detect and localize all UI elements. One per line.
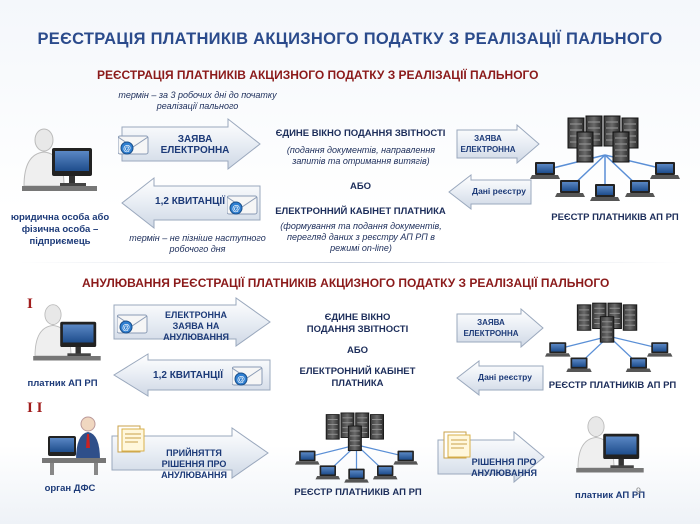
person-illustration bbox=[22, 300, 112, 372]
envelope-icon bbox=[226, 192, 259, 221]
person-label: юридична особа або фізична особа – підпр… bbox=[10, 212, 110, 247]
roman-numeral-1: I bbox=[27, 296, 33, 312]
person-label: платник АП РП bbox=[27, 378, 98, 389]
small-application-arrow-label: ЗАЯВА ЕЛЕКТРОННА bbox=[463, 318, 519, 338]
envelope-icon bbox=[231, 363, 264, 392]
window-title: ЄДИНЕ ВІКНО ПОДАННЯ ЗВІТНОСТІ bbox=[306, 312, 409, 335]
receipts-arrow bbox=[120, 176, 262, 230]
receipts-arrow-label: 1,2 КВИТАНЦІЇ bbox=[153, 370, 223, 381]
tax-office-illustration bbox=[40, 412, 110, 477]
decision-result-arrow-label: РІШЕННЯ ПРО АНУЛЮВАННЯ bbox=[471, 457, 537, 478]
person-illustration bbox=[565, 412, 655, 484]
or-label: АБО bbox=[349, 181, 372, 192]
person-at-computer-icon bbox=[32, 304, 102, 361]
server-network-icon bbox=[545, 302, 673, 372]
small-application-arrow-label: ЗАЯВА ЕЛЕКТРОННА bbox=[460, 134, 516, 154]
registry-network-illustration bbox=[545, 298, 675, 378]
window-description: (подання документів, направлення запитів… bbox=[286, 145, 436, 166]
person-at-computer-icon bbox=[21, 128, 98, 192]
page-title: РЕЄСТРАЦІЯ ПЛАТНИКІВ АКЦИЗНОГО ПОДАТКУ З… bbox=[37, 30, 663, 48]
cabinet-title: ЕЛЕКТРОННИЙ КАБІНЕТ ПЛАТНИКА bbox=[275, 206, 446, 217]
person-at-computer-icon bbox=[575, 416, 645, 473]
page-number: 9 bbox=[636, 486, 642, 496]
cabinet-description: (формування та подання документів, перег… bbox=[280, 221, 442, 253]
registry-label: РЕЄСТР ПЛАТНИКІВ АП РП bbox=[548, 380, 677, 391]
window-title: ЄДИНЕ ВІКНО ПОДАННЯ ЗВІТНОСТІ bbox=[275, 128, 446, 139]
roman-numeral-2: I I bbox=[27, 400, 43, 416]
officer-at-desk-icon bbox=[42, 416, 106, 475]
application-arrow bbox=[120, 117, 262, 171]
cancel-application-arrow bbox=[112, 296, 272, 348]
documents-icon bbox=[440, 430, 476, 460]
term-bottom: термін – не пізніше наступного робочого … bbox=[129, 233, 266, 254]
or-label: АБО bbox=[346, 345, 369, 356]
section1-heading: РЕЄСТРАЦІЯ ПЛАТНИКІВ АКЦИЗНОГО ПОДАТКУ З… bbox=[97, 68, 539, 82]
section2-heading: АНУЛЮВАННЯ РЕЄСТРАЦІЇ ПЛАТНИКІВ АКЦИЗНОГ… bbox=[82, 276, 610, 290]
envelope-icon bbox=[117, 132, 150, 161]
receipts-arrow bbox=[112, 352, 272, 398]
application-arrow-label: ЗАЯВА ЕЛЕКТРОННА bbox=[160, 134, 230, 156]
envelope-icon bbox=[116, 311, 149, 340]
decision-arrow-label: ПРИЙНЯТТЯ РІШЕННЯ ПРО АНУЛЮВАННЯ bbox=[161, 448, 227, 480]
registry-label: РЕЄСТР ПЛАТНИКІВ АП РП bbox=[294, 487, 422, 498]
person-illustration bbox=[10, 120, 105, 200]
small-registry-data-arrow bbox=[447, 174, 533, 210]
cancel-application-arrow-label: ЕЛЕКТРОННА ЗАЯВА НА АНУЛЮВАННЯ bbox=[163, 310, 229, 342]
receipts-arrow-label: 1,2 КВИТАНЦІЇ bbox=[155, 196, 225, 207]
section-divider bbox=[20, 262, 680, 263]
cabinet-title: ЕЛЕКТРОННИЙ КАБІНЕТ ПЛАТНИКА bbox=[299, 366, 416, 389]
small-application-arrow bbox=[455, 124, 541, 164]
tax-office-label: орган ДФС bbox=[44, 483, 96, 494]
small-registry-data-label: Дані реєстру bbox=[478, 372, 532, 382]
small-registry-data-arrow bbox=[455, 360, 545, 396]
small-application-arrow bbox=[455, 308, 545, 348]
server-network-icon bbox=[295, 412, 418, 483]
decision-arrow bbox=[110, 426, 270, 480]
registry-network-illustration bbox=[295, 408, 425, 486]
small-registry-data-label: Дані реєстру bbox=[472, 186, 526, 196]
term-top: термін – за 3 робочих дні до початку реа… bbox=[118, 90, 277, 111]
server-network-icon bbox=[530, 115, 680, 201]
registry-network-illustration bbox=[530, 110, 680, 210]
registry-label: РЕЄСТР ПЛАТНИКІВ АП РП bbox=[551, 212, 679, 223]
documents-icon bbox=[114, 424, 150, 454]
payer-label: платник АП РП bbox=[574, 490, 646, 501]
